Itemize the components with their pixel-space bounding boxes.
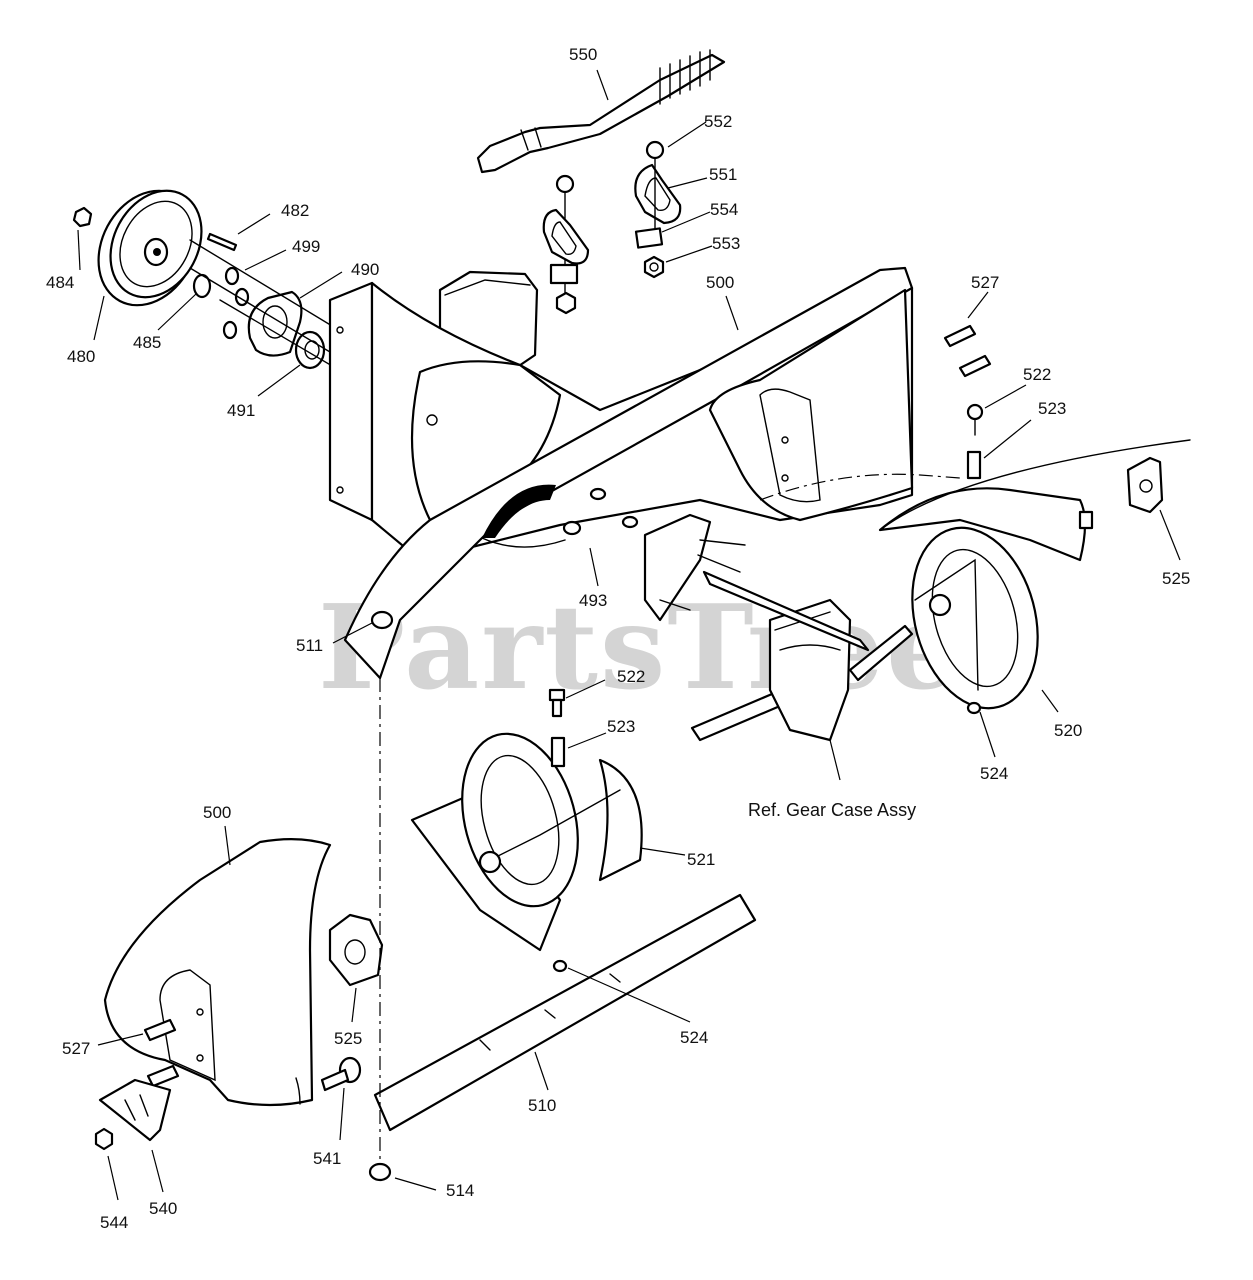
callout-499: 499 (292, 237, 320, 256)
part-527-bolt-left[interactable] (143, 1018, 180, 1088)
callout-522-bottom: 522 (617, 667, 645, 686)
callout-554: 554 (710, 200, 738, 219)
callout-521: 521 (687, 850, 715, 869)
callout-482: 482 (281, 201, 309, 220)
center-line-right (759, 473, 961, 501)
callout-511: 511 (296, 636, 323, 655)
callout-500-top: 500 (706, 273, 734, 292)
callout-490: 490 (351, 260, 379, 279)
watermark: PartsTree (318, 580, 962, 716)
part-523-spacer-right[interactable] (966, 450, 982, 480)
callout-552: 552 (704, 112, 732, 131)
callout-500-bottom: 500 (203, 803, 231, 822)
callout-524-left: 524 (680, 1028, 708, 1047)
part-523-spacer-left[interactable] (550, 736, 566, 768)
part-521-auger-left[interactable] (410, 721, 643, 952)
part-525-bearing-left[interactable] (328, 913, 384, 987)
callout-484: 484 (46, 273, 74, 292)
part-551-chute-clamp-right[interactable] (634, 140, 682, 279)
callout-540: 540 (149, 1199, 177, 1218)
part-491-bearing[interactable] (294, 330, 326, 370)
part-524-nut-right[interactable] (966, 701, 982, 715)
callout-514: 514 (446, 1181, 474, 1200)
callout-550: 550 (569, 45, 597, 64)
part-482-key[interactable] (206, 232, 238, 252)
part-511-bolt[interactable] (370, 610, 394, 630)
gear-case-assembly[interactable] (643, 513, 914, 742)
callout-480: 480 (67, 347, 95, 366)
callout-522-top: 522 (1023, 365, 1051, 384)
part-541-carriage-bolt[interactable] (320, 1056, 362, 1092)
part-550-crank-handle[interactable] (476, 49, 726, 174)
callout-524-right: 524 (980, 764, 1008, 783)
part-544-nut[interactable] (94, 1127, 114, 1151)
part-484-bolt[interactable] (72, 206, 93, 228)
part-514-nut[interactable] (368, 1162, 392, 1182)
callout-523-top: 523 (1038, 399, 1066, 418)
part-522-shear-bolt-right[interactable] (966, 403, 984, 436)
callout-520: 520 (1054, 721, 1082, 740)
callout-525-left: 525 (334, 1029, 362, 1048)
callout-525-right: 525 (1162, 569, 1190, 588)
callout-527-bottom: 527 (62, 1039, 90, 1058)
callout-544: 544 (100, 1213, 128, 1232)
part-500-auger-housing[interactable] (328, 266, 914, 680)
part-524-nut-left[interactable] (552, 959, 568, 973)
part-480-pulley[interactable] (79, 173, 219, 322)
reference-gear-case-label: Ref. Gear Case Assy (748, 800, 916, 820)
part-520-auger-right[interactable] (878, 439, 1191, 722)
part-527-bolt-right[interactable] (943, 324, 992, 378)
callout-541: 541 (313, 1149, 341, 1168)
callout-551: 551 (709, 165, 737, 184)
part-522-shear-bolt-left[interactable] (548, 688, 566, 718)
part-499-bolts[interactable] (222, 266, 250, 340)
callout-485: 485 (133, 333, 161, 352)
leader-lines (77, 69, 1181, 1201)
callout-553: 553 (712, 234, 740, 253)
part-540-skid-shoe[interactable] (98, 1078, 172, 1142)
callout-510: 510 (528, 1096, 556, 1115)
part-510-scraper-bar[interactable] (373, 893, 757, 1132)
callout-527-top: 527 (971, 273, 999, 292)
callout-491: 491 (227, 401, 255, 420)
part-490-flange[interactable] (247, 290, 303, 357)
part-525-bearing-right[interactable] (1078, 456, 1164, 530)
part-493-fasteners[interactable] (562, 487, 639, 536)
callout-493: 493 (579, 591, 607, 610)
chute-clamp-left[interactable] (542, 174, 590, 315)
part-500-end-housing[interactable] (103, 838, 332, 1107)
callout-523-bottom: 523 (607, 717, 635, 736)
